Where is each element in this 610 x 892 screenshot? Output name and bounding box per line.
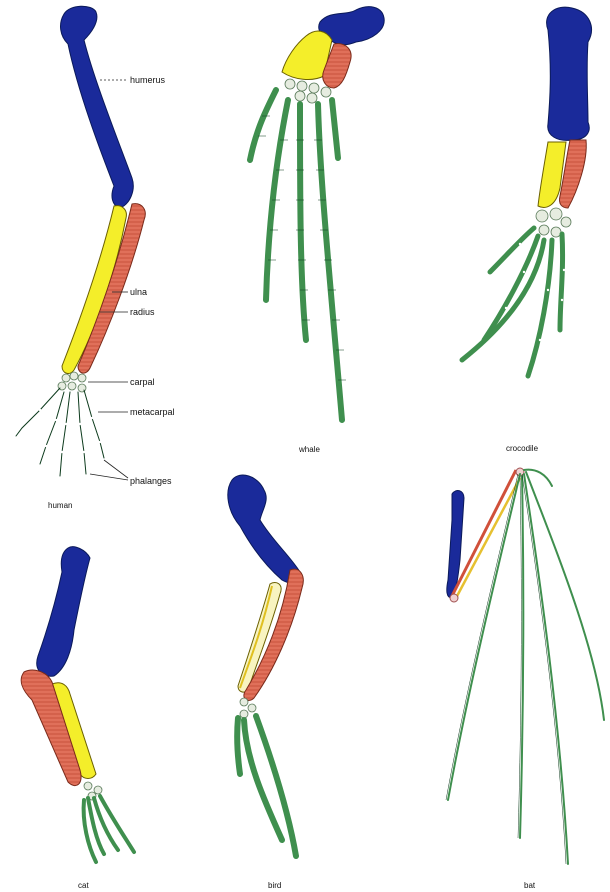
whale-digits [250,90,342,420]
caption-cat: cat [78,881,89,890]
crocodile-limb: crocodile [462,7,591,453]
cat-humerus [37,547,90,677]
caption-bird: bird [268,881,281,890]
caption-human: human [48,501,72,510]
label-phalanges: phalanges [130,476,172,486]
bat-ulna [456,478,520,598]
bird-digits [237,716,296,856]
human-digits [16,388,104,476]
bat-limb: bat [446,468,604,890]
human-humerus [61,6,134,208]
crocodile-carpals [536,208,571,237]
human-limb: humerus ulna radius carpal metacarpal ph… [16,6,175,510]
bird-humerus [228,475,300,583]
label-ulna: ulna [130,287,147,297]
caption-crocodile: crocodile [506,444,539,453]
human-carpals [58,372,86,392]
bat-digits [448,470,604,864]
bird-limb: bird [228,475,303,890]
label-carpal: carpal [130,377,155,387]
cat-limb: cat [21,547,134,890]
label-humerus: humerus [130,75,166,85]
cat-digits [84,796,134,862]
crocodile-humerus [547,7,592,140]
bat-humerus [447,491,464,598]
caption-whale: whale [298,445,320,454]
label-radius: radius [130,307,155,317]
whale-limb: whale [250,7,384,454]
label-metacarpal: metacarpal [130,407,175,417]
caption-bat: bat [524,881,536,890]
bat-elbow [450,594,458,602]
crocodile-digits [462,228,563,376]
human-digit-joints [39,409,101,453]
